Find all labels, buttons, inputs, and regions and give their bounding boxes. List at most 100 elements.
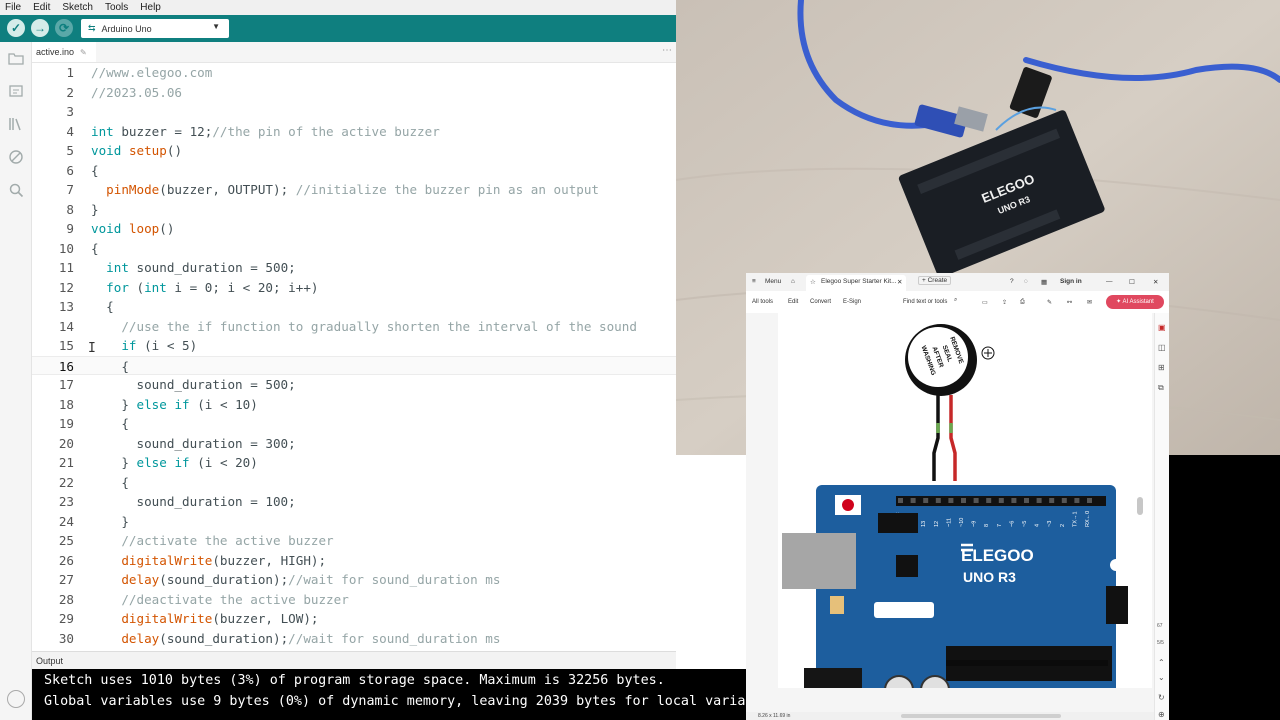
menu-tools[interactable]: Tools — [104, 2, 129, 13]
code-line[interactable]: 21 } else if (i < 20) — [32, 453, 676, 473]
code-text: delay(sound_duration);//wait for sound_d… — [121, 572, 501, 587]
sign-in-button[interactable]: Sign in — [1060, 278, 1082, 285]
code-line[interactable]: 15 if (i < 5) — [32, 336, 676, 356]
create-label: Create — [927, 277, 948, 284]
code-line[interactable]: 2 //2023.05.06 — [32, 83, 676, 103]
comment-icon[interactable]: ▭ — [982, 300, 988, 306]
code-line[interactable]: 14 //use the if function to gradually sh… — [32, 317, 676, 337]
home-icon[interactable]: ⌂ — [791, 278, 795, 285]
code-line[interactable]: 27 delay(sound_duration);//wait for soun… — [32, 570, 676, 590]
edit-button[interactable]: Edit — [788, 299, 799, 305]
search-icon[interactable] — [8, 182, 24, 198]
menu-help[interactable]: Help — [140, 2, 161, 13]
help-icon[interactable]: ? — [1010, 278, 1014, 285]
share-icon[interactable]: ⇪ — [1002, 300, 1008, 306]
pdf-document-tab[interactable]: ☆ Elegoo Super Starter Kit... ✕ — [806, 275, 906, 291]
code-line[interactable]: 30 delay(sound_duration);//wait for soun… — [32, 629, 676, 649]
file-tab-active-ino[interactable]: active.ino ✎ — [32, 42, 96, 62]
search-icon[interactable]: ⌕ — [954, 297, 958, 303]
account-icon[interactable] — [7, 690, 25, 708]
code-line[interactable]: 25 //activate the active buzzer — [32, 531, 676, 551]
code-line[interactable]: 24 } — [32, 512, 676, 532]
zoom-in-icon[interactable]: ⊕ — [1158, 710, 1165, 719]
comment-icon[interactable]: ◫ — [1158, 343, 1166, 352]
code-line[interactable]: 6{ — [32, 161, 676, 181]
line-number: 6 — [66, 162, 74, 178]
line-number: 27 — [58, 572, 74, 587]
code-line[interactable]: 11 int sound_duration = 500; — [32, 258, 676, 278]
chevron-down-icon[interactable]: ⌄ — [1158, 673, 1165, 682]
code-line[interactable]: 7 pinMode(buzzer, OUTPUT); //initialize … — [32, 180, 676, 200]
library-manager-icon[interactable] — [8, 116, 24, 132]
code-line[interactable]: 20 sound_duration = 300; — [32, 434, 676, 454]
code-text: delay(sound_duration);//wait for sound_d… — [121, 630, 501, 646]
ai-assistant-button[interactable]: ✦ AI Assistant — [1106, 295, 1164, 309]
code-line[interactable]: 16 { — [32, 355, 676, 375]
code-line[interactable]: 28 //deactivate the active buzzer — [32, 590, 676, 610]
pdf-scrollbar[interactable] — [1137, 497, 1143, 515]
code-line[interactable]: 13 { — [32, 297, 676, 317]
board-selector[interactable]: ⇆ Arduino Uno ▼ — [81, 19, 229, 38]
hamburger-icon[interactable]: ≡ — [752, 278, 756, 285]
bell-icon[interactable]: ◌ — [1024, 278, 1028, 285]
convert-button[interactable]: Convert — [810, 299, 832, 305]
ai-sidebar-icon[interactable]: ▣ — [1158, 323, 1166, 332]
debug-icon: ⟳ — [58, 21, 70, 35]
link-icon[interactable]: ⚯ — [1067, 300, 1073, 306]
upload-button[interactable]: → — [31, 19, 49, 37]
digital-pin-label: ~11 — [946, 518, 952, 527]
code-line[interactable]: 10{ — [32, 239, 676, 259]
sign-icon[interactable]: ✎ — [1047, 300, 1053, 306]
code-line[interactable]: 29 digitalWrite(buzzer, LOW); — [32, 609, 676, 629]
code-line[interactable]: 8} — [32, 200, 676, 220]
create-button[interactable]: + Create — [918, 276, 952, 285]
chevron-up-icon[interactable]: ⌃ — [1158, 658, 1165, 667]
menu-file[interactable]: File — [5, 2, 22, 13]
menu-edit[interactable]: Edit — [33, 2, 51, 13]
horizontal-scrollbar[interactable] — [901, 714, 1061, 718]
find-text-input[interactable]: Find text or tools — [903, 299, 948, 305]
folder-icon[interactable] — [8, 50, 24, 66]
minimize-icon[interactable]: — — [1106, 278, 1113, 285]
pdf-menu-label[interactable]: Menu — [765, 278, 782, 285]
maximize-icon[interactable]: ☐ — [1129, 279, 1135, 286]
page-number-box[interactable]: 67 — [1157, 623, 1163, 629]
mail-icon[interactable]: ✉ — [1087, 300, 1093, 306]
digital-pin-label: 4 — [1035, 524, 1041, 527]
debug-icon[interactable] — [8, 149, 24, 165]
copy-icon[interactable]: ⧉ — [1158, 383, 1164, 392]
code-line[interactable]: 22 { — [32, 473, 676, 493]
line-number: 2 — [66, 84, 74, 100]
debug-button[interactable]: ⟳ — [55, 19, 73, 37]
esign-button[interactable]: E-Sign — [843, 299, 862, 305]
close-window-icon[interactable]: ✕ — [1153, 279, 1159, 286]
close-icon[interactable]: ✕ — [897, 279, 903, 286]
more-icon[interactable]: ⋯ — [662, 45, 672, 56]
line-number: 1 — [66, 65, 74, 80]
code-line[interactable]: 18 } else if (i < 10) — [32, 395, 676, 415]
code-line[interactable]: 3 — [32, 102, 676, 122]
code-text: //2023.05.06 — [91, 84, 182, 100]
star-icon[interactable]: ☆ — [810, 279, 816, 286]
code-line[interactable]: 1//www.elegoo.com — [32, 63, 676, 83]
boards-manager-icon[interactable] — [8, 83, 24, 99]
code-line[interactable]: 19 { — [32, 414, 676, 434]
code-line[interactable]: 12 for (int i = 0; i < 20; i++) — [32, 278, 676, 298]
close-icon[interactable]: ✎ — [80, 47, 87, 57]
menu-sketch[interactable]: Sketch — [62, 2, 93, 13]
verify-button[interactable]: ✓ — [7, 19, 25, 37]
code-line[interactable]: 26 digitalWrite(buzzer, HIGH); — [32, 551, 676, 571]
digital-pin-label: 2 — [1060, 524, 1066, 527]
all-tools-button[interactable]: All tools — [752, 299, 774, 305]
code-line[interactable]: 23 sound_duration = 100; — [32, 492, 676, 512]
print-icon[interactable]: ⎙ — [1020, 299, 1025, 305]
apps-icon[interactable]: ▦ — [1041, 279, 1048, 286]
code-line[interactable]: 17 sound_duration = 500; — [32, 375, 676, 395]
refresh-icon[interactable]: ↻ — [1158, 693, 1165, 702]
digital-pin-label: ~9 — [972, 521, 978, 527]
bookmark-icon[interactable]: ⊞ — [1158, 363, 1165, 372]
